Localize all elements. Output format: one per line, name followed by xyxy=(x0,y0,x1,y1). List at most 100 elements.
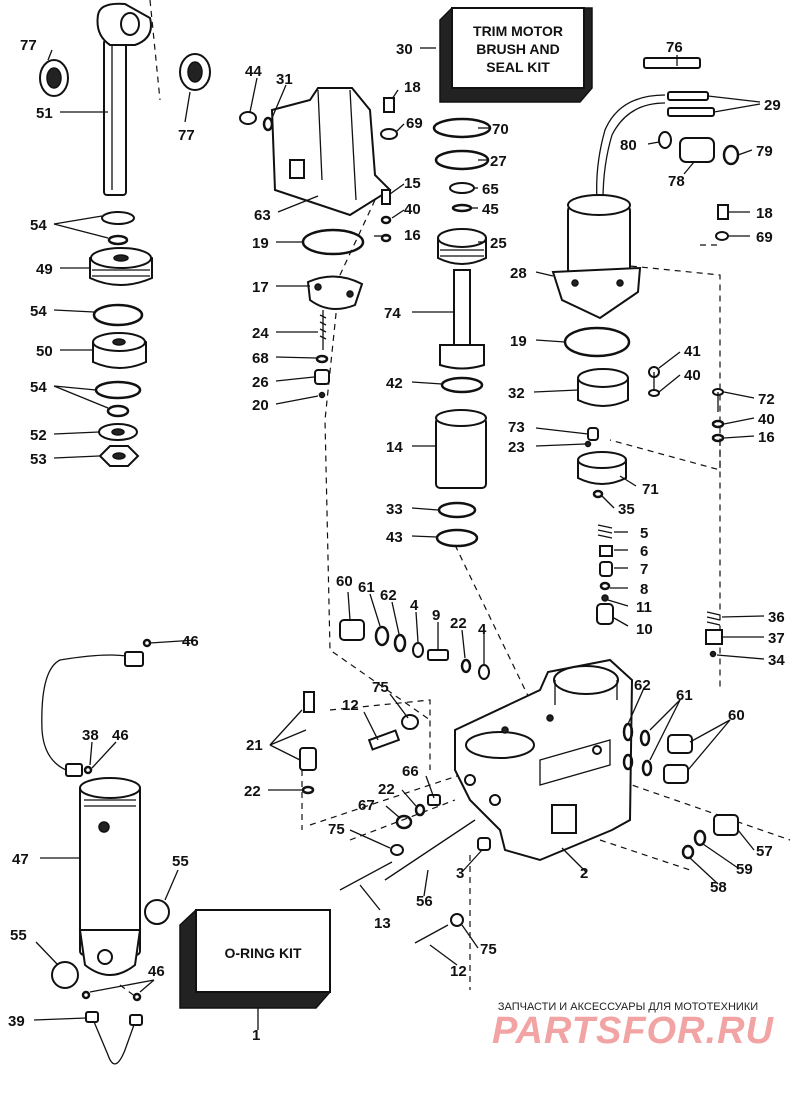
callout-46: 46 xyxy=(182,633,199,650)
callout-59: 59 xyxy=(736,861,753,878)
callout-66: 66 xyxy=(402,763,419,780)
callout-32: 32 xyxy=(508,385,525,402)
callout-16: 16 xyxy=(404,227,421,244)
callout-60: 60 xyxy=(728,707,745,724)
callout-67: 67 xyxy=(358,797,375,814)
callout-9: 9 xyxy=(432,607,440,624)
callout-25: 25 xyxy=(490,235,507,252)
callout-34: 34 xyxy=(768,652,785,669)
callout-30: 30 xyxy=(396,41,413,58)
callout-3: 3 xyxy=(456,865,464,882)
callout-12: 12 xyxy=(450,963,467,980)
callout-77: 77 xyxy=(20,37,37,54)
callout-62: 62 xyxy=(380,587,397,604)
callout-11: 11 xyxy=(636,599,652,616)
callout-41: 41 xyxy=(684,343,701,360)
callout-73: 73 xyxy=(508,419,525,436)
callout-1: 1 xyxy=(252,1027,260,1044)
callout-63: 63 xyxy=(254,207,271,224)
callout-51: 51 xyxy=(36,105,53,122)
callout-38: 38 xyxy=(82,727,99,744)
callout-61: 61 xyxy=(676,687,693,704)
trim-motor-assembly xyxy=(551,57,740,658)
valve-fittings-left xyxy=(299,619,491,944)
callout-71: 71 xyxy=(642,481,659,498)
callout-36: 36 xyxy=(768,609,785,626)
o-ring-kit-label: O-RING KIT xyxy=(225,945,302,961)
callout-27: 27 xyxy=(490,153,507,170)
callout-75: 75 xyxy=(328,821,345,838)
trim-ram-assembly xyxy=(39,2,211,467)
callout-70: 70 xyxy=(492,121,509,138)
callout-46: 46 xyxy=(112,727,129,744)
callout-53: 53 xyxy=(30,451,47,468)
callout-54: 54 xyxy=(30,217,47,234)
callout-46: 46 xyxy=(148,963,165,980)
callout-31: 31 xyxy=(276,71,293,88)
callout-4: 4 xyxy=(478,621,487,638)
callout-42: 42 xyxy=(386,375,403,392)
callout-15: 15 xyxy=(404,175,421,192)
callout-40: 40 xyxy=(684,367,701,384)
callout-55: 55 xyxy=(172,853,189,870)
callout-57: 57 xyxy=(756,843,773,860)
callout-13: 13 xyxy=(374,915,391,932)
callout-69: 69 xyxy=(756,229,773,246)
callout-18: 18 xyxy=(404,79,421,96)
callout-37: 37 xyxy=(768,630,785,647)
callout-75: 75 xyxy=(372,679,389,696)
callout-44: 44 xyxy=(245,63,262,80)
o-ring-kit-box: O-RING KIT xyxy=(179,909,331,1009)
trim-motor-brush-seal-kit: TRIM MOTOR BRUSH AND SEAL KIT xyxy=(439,7,593,103)
callout-60: 60 xyxy=(336,573,353,590)
callout-29: 29 xyxy=(764,97,781,114)
callout-22: 22 xyxy=(244,783,261,800)
callout-61: 61 xyxy=(358,579,375,596)
callout-7: 7 xyxy=(640,561,648,578)
callout-22: 22 xyxy=(450,615,467,632)
callout-10: 10 xyxy=(636,621,653,638)
leader-lines xyxy=(33,47,765,1030)
callout-74: 74 xyxy=(384,305,401,322)
callout-18: 18 xyxy=(756,205,773,222)
callout-14: 14 xyxy=(386,439,403,456)
callout-39: 39 xyxy=(8,1013,25,1030)
callout-6: 6 xyxy=(640,543,648,560)
callout-80: 80 xyxy=(620,137,637,154)
callout-43: 43 xyxy=(386,529,403,546)
callout-49: 49 xyxy=(36,261,53,278)
callout-69: 69 xyxy=(406,115,423,132)
callout-20: 20 xyxy=(252,397,269,414)
callout-76: 76 xyxy=(666,39,683,56)
callout-19: 19 xyxy=(510,333,527,350)
callout-79: 79 xyxy=(756,143,773,160)
assembly-guide-lines xyxy=(119,0,791,1001)
callout-56: 56 xyxy=(416,893,433,910)
callout-52: 52 xyxy=(30,427,47,444)
callout-26: 26 xyxy=(252,374,269,391)
callout-8: 8 xyxy=(640,581,648,598)
callout-5: 5 xyxy=(640,525,648,542)
callout-28: 28 xyxy=(510,265,527,282)
callout-labels: 77 51 77 54 49 54 50 54 52 53 44 31 63 1… xyxy=(8,37,785,1044)
callout-2: 2 xyxy=(580,865,588,882)
callout-21: 21 xyxy=(246,737,263,754)
callout-17: 17 xyxy=(252,279,269,296)
callout-16: 16 xyxy=(758,429,775,446)
callout-12: 12 xyxy=(342,697,359,714)
callout-55: 55 xyxy=(10,927,27,944)
callout-40: 40 xyxy=(404,201,421,218)
callout-23: 23 xyxy=(508,439,525,456)
center-valve-stack xyxy=(432,117,492,548)
callout-50: 50 xyxy=(36,343,53,360)
watermark-tagline: ЗАПЧАСТИ И АКСЕССУАРЫ ДЛЯ МОТОТЕХНИКИ xyxy=(497,1001,759,1013)
reservoir-assembly xyxy=(239,87,398,399)
valve-fittings-right xyxy=(622,722,739,860)
callout-58: 58 xyxy=(710,879,727,896)
trim-motor-kit-line1: TRIM MOTOR xyxy=(473,23,563,39)
watermark-logo: PARTSFOR.RU xyxy=(492,1010,774,1052)
trim-cylinder-assembly xyxy=(41,638,170,1065)
callout-62: 62 xyxy=(634,677,651,694)
callout-19: 19 xyxy=(252,235,269,252)
